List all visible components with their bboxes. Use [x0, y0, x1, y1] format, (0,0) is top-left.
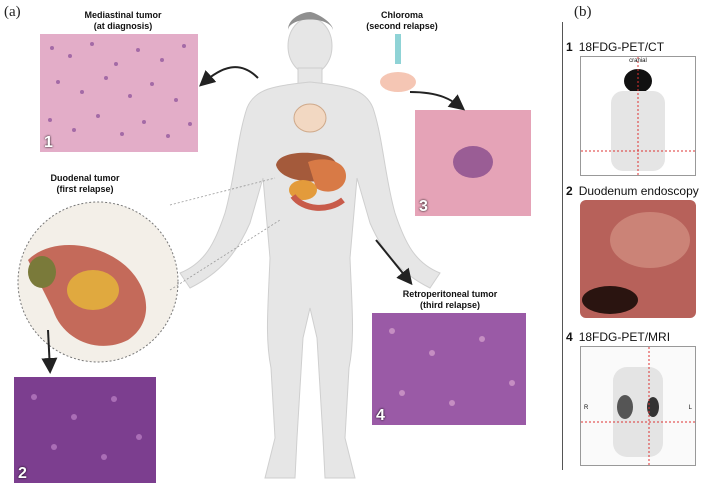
- pet-ct-tag: cranial: [629, 58, 647, 64]
- right-label-4-num: 4: [566, 330, 573, 344]
- right-label-2-text: Duodenum endoscopy: [578, 184, 699, 198]
- right-label-2: 2 Duodenum endoscopy: [566, 184, 699, 198]
- retroperitoneal-histology-image: 4: [372, 313, 526, 425]
- pet-mri-left-tag: R: [584, 405, 589, 411]
- duodenal-histology-image: 2: [14, 377, 156, 483]
- duodenum-inset-illustration: [17, 201, 179, 363]
- retroperitoneal-subtitle: (third relapse): [419, 300, 480, 310]
- chloroma-caption: Chloroma (second relapse): [352, 10, 452, 32]
- organs-illustration: [276, 103, 346, 211]
- tile-number-1: 1: [44, 134, 53, 151]
- right-label-1-num: 1: [566, 40, 573, 54]
- syringe-icon: [380, 34, 416, 92]
- chloroma-title: Chloroma: [380, 10, 423, 20]
- chloroma-subtitle: (second relapse): [366, 21, 438, 31]
- duodenal-caption: Duodenal tumor (first relapse): [30, 173, 140, 195]
- pet-ct-image: cranial: [580, 56, 696, 176]
- right-label-1: 1 18FDG-PET/CT: [566, 40, 664, 54]
- panel-divider: [562, 22, 563, 470]
- tile-number-3: 3: [419, 198, 428, 215]
- tile-number-4: 4: [376, 407, 385, 424]
- pet-mri-right-tag: L: [688, 405, 692, 411]
- chloroma-histology-image: 3: [415, 110, 531, 216]
- endoscopy-image: [580, 200, 696, 318]
- pet-mri-image: R L: [580, 346, 696, 466]
- right-label-2-num: 2: [566, 184, 573, 198]
- retroperitoneal-caption: Retroperitoneal tumor (third relapse): [385, 289, 515, 311]
- panel-label-a: (a): [4, 4, 21, 20]
- human-body-figure: [179, 12, 441, 479]
- right-label-1-text: 18FDG-PET/CT: [578, 40, 665, 54]
- panel-label-b: (b): [574, 4, 592, 20]
- tile-number-2: 2: [18, 465, 27, 482]
- retroperitoneal-title: Retroperitoneal tumor: [402, 289, 498, 299]
- duodenal-subtitle: (first relapse): [56, 184, 114, 194]
- mediastinal-subtitle: (at diagnosis): [93, 21, 153, 31]
- right-label-4-text: 18FDG-PET/MRI: [578, 330, 671, 344]
- arrows-layer: [41, 66, 466, 374]
- mediastinal-histology-image: 1: [40, 34, 198, 152]
- right-label-4: 4 18FDG-PET/MRI: [566, 330, 670, 344]
- mediastinal-caption: Mediastinal tumor (at diagnosis): [73, 10, 173, 32]
- duodenal-title: Duodenal tumor: [50, 173, 120, 183]
- mediastinal-title: Mediastinal tumor: [84, 10, 162, 20]
